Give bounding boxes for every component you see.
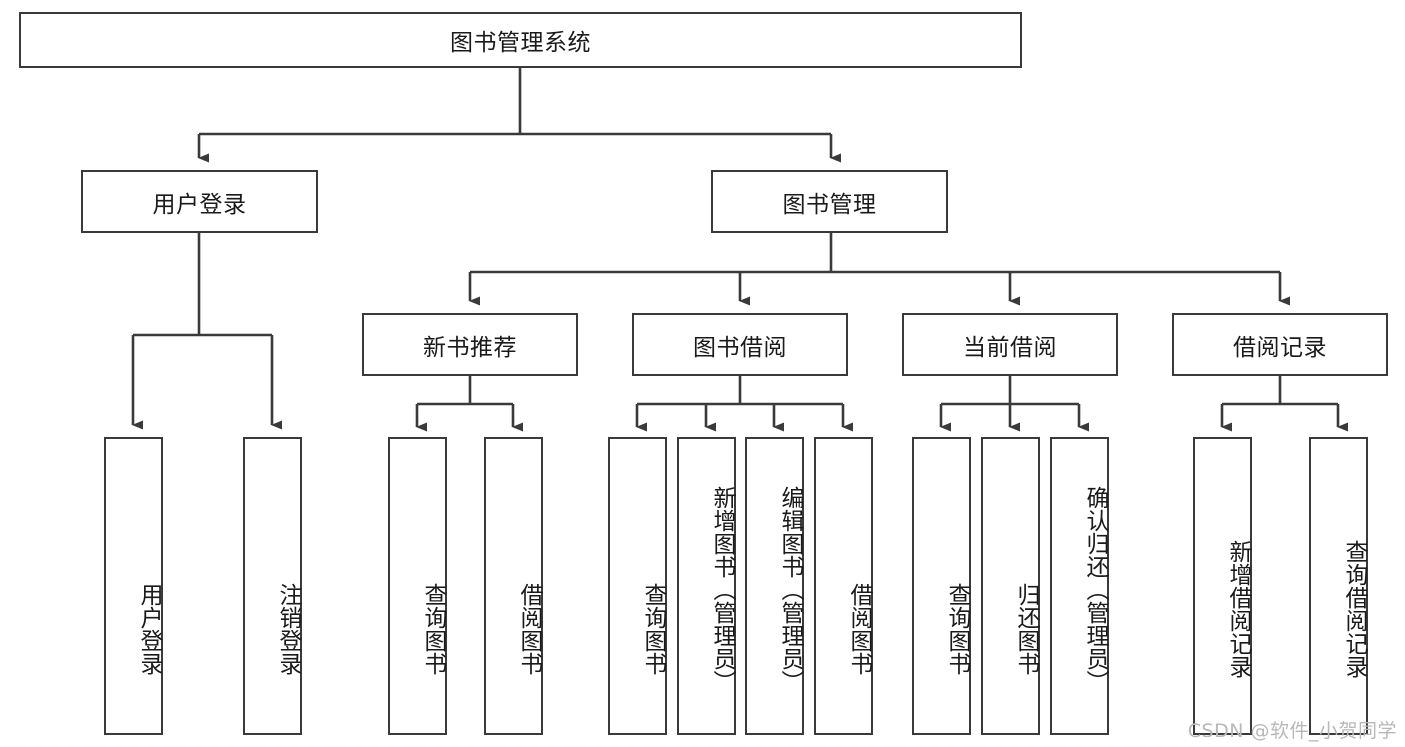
leaf-book-borrow-query[interactable]: 查询图书	[608, 437, 667, 735]
leaf-current-borrow-query-label: 查询图书	[944, 582, 970, 675]
leaf-book-borrow-query-label: 查询图书	[640, 582, 666, 675]
node-book-management-label: 图书管理	[782, 191, 877, 218]
watermark-text: CSDN @软件_小贺同学	[1187, 720, 1397, 742]
node-new-book-recommend[interactable]: 新书推荐	[362, 313, 578, 376]
node-book-borrow[interactable]: 图书借阅	[632, 313, 848, 376]
leaf-new-book-query-label: 查询图书	[420, 582, 446, 675]
leaf-book-borrow-add-label: 新增图书（管理员）	[709, 485, 735, 693]
node-current-borrow-label: 当前借阅	[963, 334, 1057, 361]
leaf-borrow-record-add[interactable]: 新增借阅记录	[1193, 437, 1252, 735]
leaf-new-book-query[interactable]: 查询图书	[388, 437, 447, 735]
leaf-borrow-record-query[interactable]: 查询借阅记录	[1309, 437, 1368, 735]
leaf-user-login-signout[interactable]: 注销登录	[243, 437, 302, 735]
leaf-user-login-signin[interactable]: 用户登录	[104, 437, 163, 735]
node-user-login[interactable]: 用户登录	[81, 170, 318, 233]
node-book-borrow-label: 图书借阅	[693, 334, 787, 361]
node-root-label: 图书管理系统	[450, 30, 591, 56]
node-book-management[interactable]: 图书管理	[711, 170, 948, 233]
leaf-book-borrow-borrow[interactable]: 借阅图书	[814, 437, 873, 735]
node-user-login-label: 用户登录	[152, 191, 247, 218]
node-borrow-record-label: 借阅记录	[1233, 334, 1327, 361]
node-current-borrow[interactable]: 当前借阅	[902, 313, 1118, 376]
leaf-new-book-borrow-label: 借阅图书	[516, 582, 542, 675]
node-borrow-record[interactable]: 借阅记录	[1172, 313, 1388, 376]
leaf-user-login-signin-label: 用户登录	[136, 582, 162, 675]
leaf-new-book-borrow[interactable]: 借阅图书	[484, 437, 543, 735]
leaf-current-borrow-return[interactable]: 归还图书	[981, 437, 1040, 735]
leaf-current-borrow-confirm[interactable]: 确认归还（管理员）	[1050, 437, 1109, 735]
leaf-book-borrow-add[interactable]: 新增图书（管理员）	[677, 437, 736, 735]
leaf-current-borrow-return-label: 归还图书	[1013, 582, 1039, 675]
leaf-current-borrow-query[interactable]: 查询图书	[912, 437, 971, 735]
leaf-current-borrow-confirm-label: 确认归还（管理员）	[1082, 485, 1108, 693]
leaf-book-borrow-borrow-label: 借阅图书	[846, 582, 872, 675]
leaf-user-login-signout-label: 注销登录	[275, 582, 301, 675]
leaf-book-borrow-edit[interactable]: 编辑图书（管理员）	[745, 437, 804, 735]
node-root[interactable]: 图书管理系统	[19, 12, 1022, 68]
leaf-book-borrow-edit-label: 编辑图书（管理员）	[777, 485, 803, 693]
leaf-borrow-record-query-label: 查询借阅记录	[1341, 539, 1367, 678]
node-new-book-recommend-label: 新书推荐	[423, 334, 517, 361]
leaf-borrow-record-add-label: 新增借阅记录	[1225, 539, 1251, 678]
